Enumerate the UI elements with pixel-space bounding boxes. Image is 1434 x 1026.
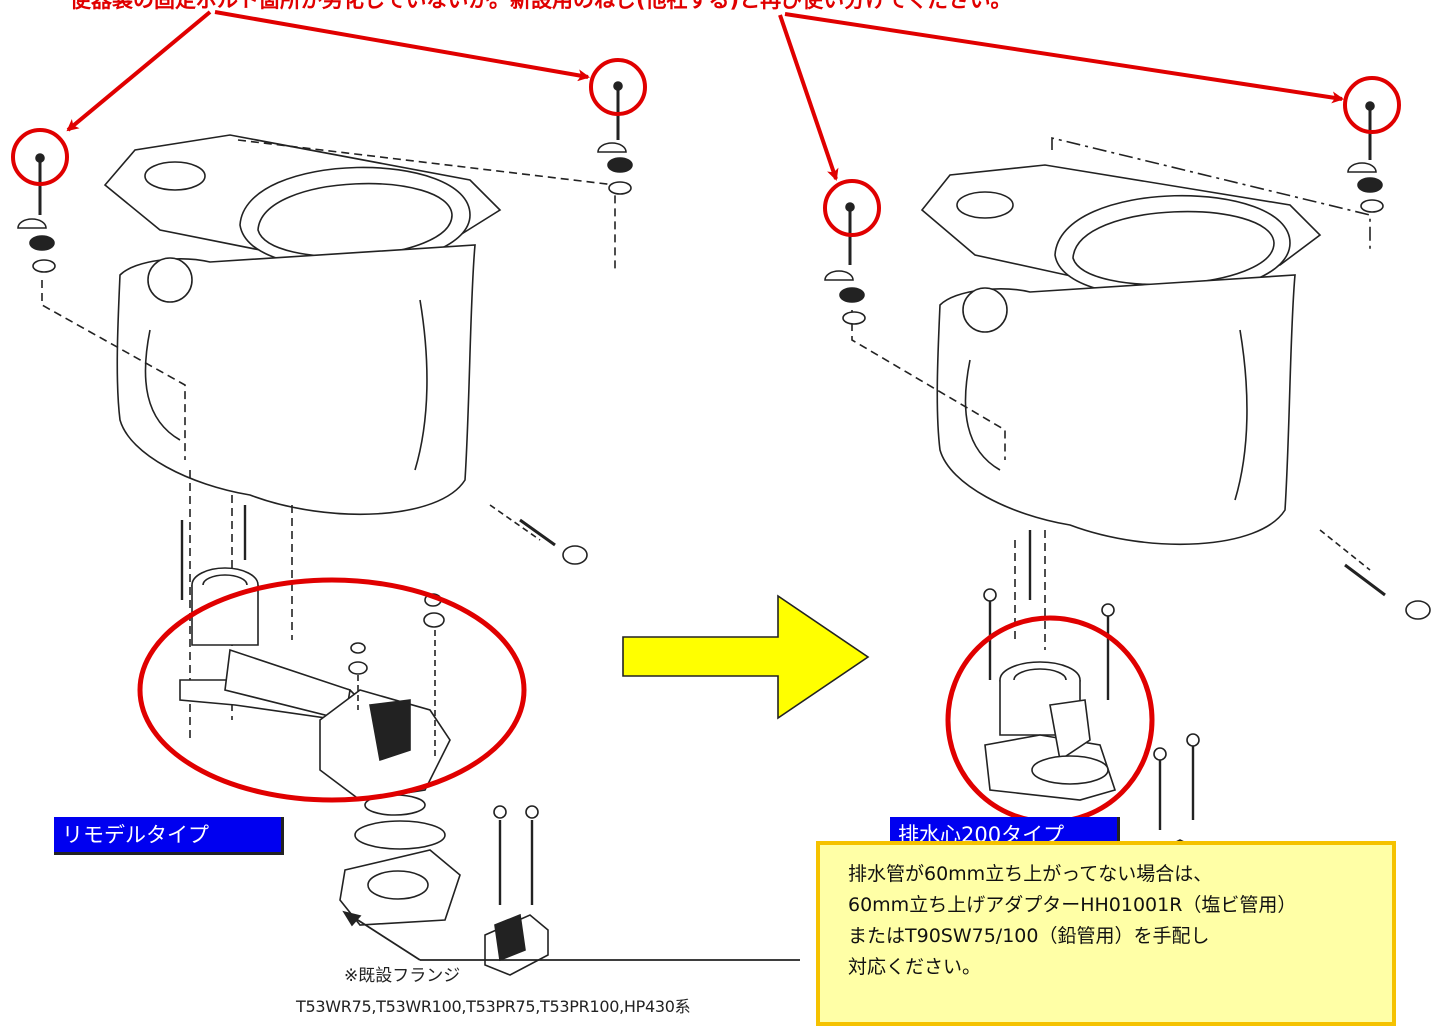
pointer-arrow [214, 10, 590, 82]
highlight-circle-bolt-right-b [1343, 76, 1401, 134]
highlight-circle-bolt-right-a [823, 179, 881, 237]
bolt-highlights [11, 10, 1401, 237]
note-line: またはT90SW75/100（鉛管用）を手配し [848, 925, 1210, 947]
existing-flange-label: ※既設フランジ [344, 966, 461, 986]
top-caption: 便器製の固定ボルト箇所が劣化していないか。新設用のねじ(他社する)と再び使い分け… [70, 0, 1012, 12]
pointer-arrow [784, 12, 1344, 104]
pointer-arrow [66, 10, 212, 132]
remodel-toilet-drawing [17, 81, 800, 976]
pointer-arrow [778, 14, 839, 181]
highlight-ellipse-remodel-adapter [137, 577, 527, 803]
highlight-circle-bolt-left-b [589, 58, 647, 116]
note-line: 60mm立ち上げアダプターHH01001R（塩ビ管用） [848, 894, 1297, 916]
remodel-type-label: リモデルタイプ [54, 817, 284, 855]
flange-model-numbers: T53WR75,T53WR100,T53PR75,T53PR100,HP430系 [296, 997, 691, 1016]
transition-arrow [622, 594, 870, 720]
adapter-note-box: 排水管が60mm立ち上がってない場合は、 60mm立ち上げアダプターHH0100… [816, 841, 1396, 1026]
note-line: 排水管が60mm立ち上がってない場合は、 [848, 863, 1213, 885]
highlight-circle-bolt-left-a [11, 128, 69, 186]
drain200-toilet-drawing [824, 101, 1431, 881]
note-line: 対応ください。 [848, 956, 982, 978]
